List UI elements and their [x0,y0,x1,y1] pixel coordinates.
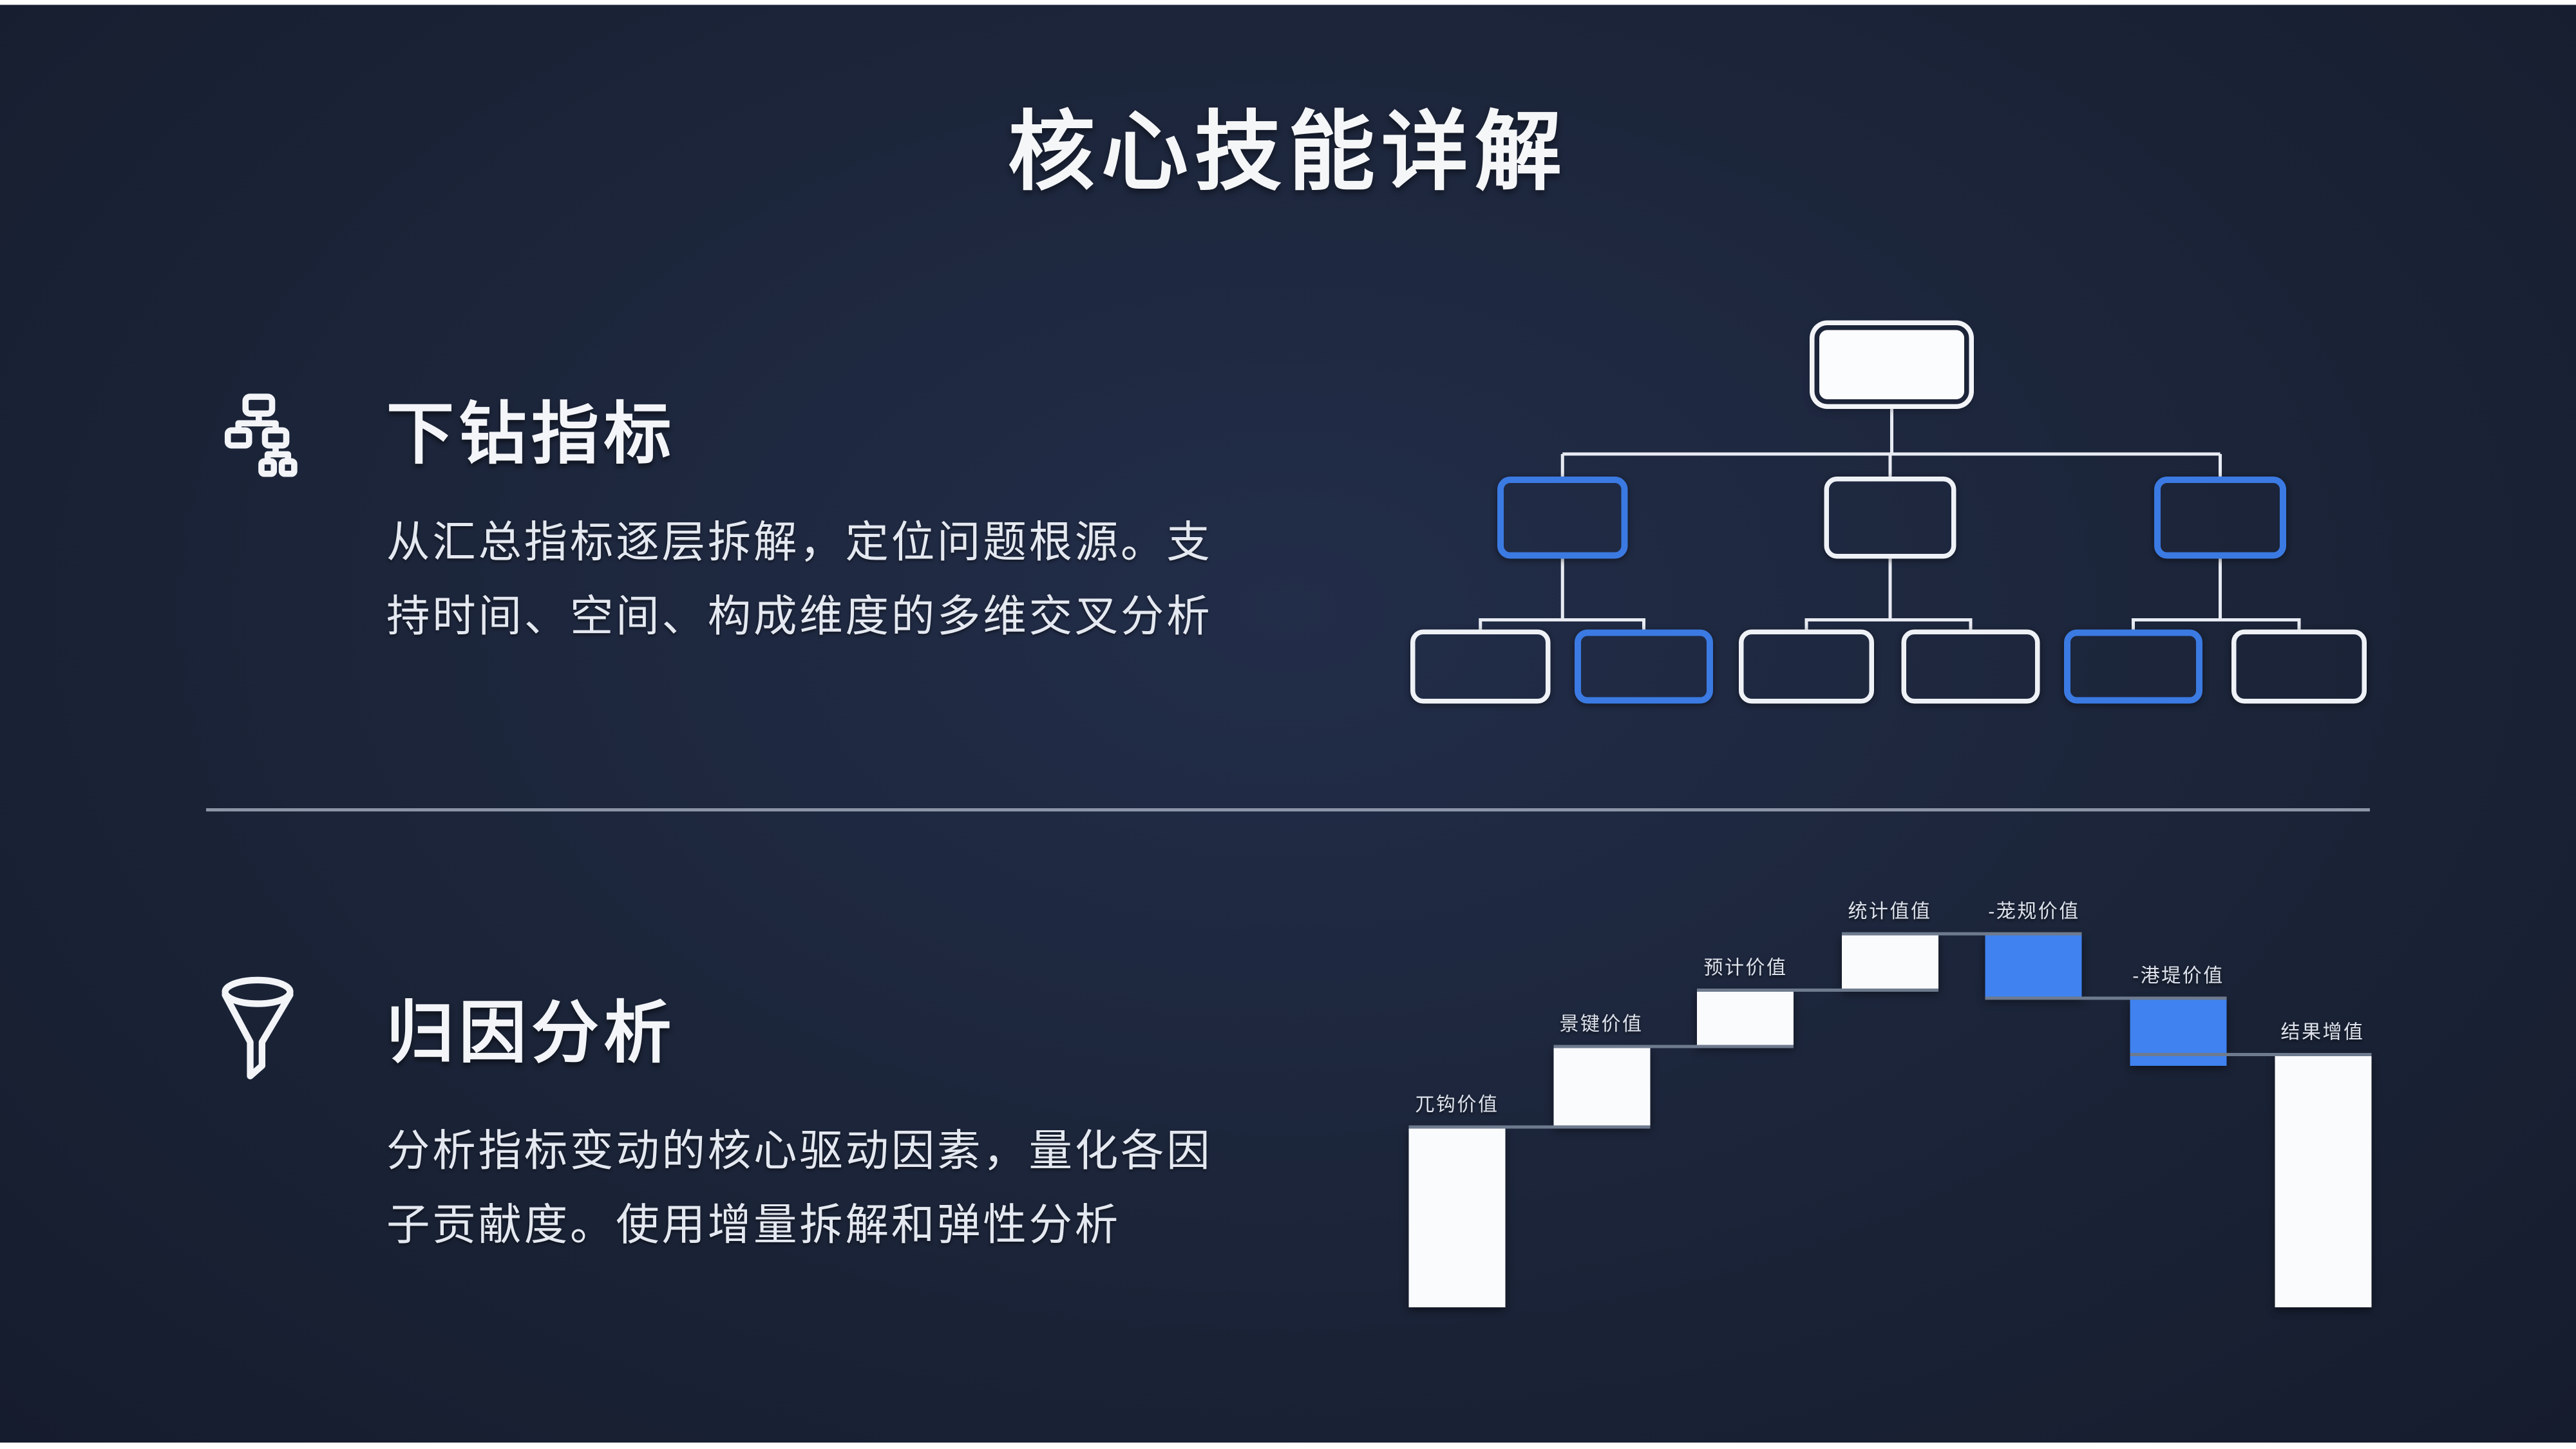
hierarchy-icon [219,390,308,478]
tree-node-l1-1-filled-white [1814,325,1969,404]
tree-node-l3-1-white-outline [1410,629,1551,704]
waterfall-bar [1697,989,1794,1046]
section-desc-drilldown: 从汇总指标逐层拆解，定位问题根源。支 持时间、空间、构成维度的多维交叉分析 [386,506,1288,654]
funnel-icon [213,976,303,1082]
waterfall-bar-label: 结果增值 [2280,1019,2365,1043]
tree-node-l3-4-white-outline [1901,629,2040,704]
desc-line: 子贡献度。使用增量拆解和弹性分析 [386,1201,1121,1249]
waterfall-connector-line [1841,931,2083,935]
waterfall-bar [1553,1045,1650,1126]
section-divider [206,808,2370,811]
tree-node-l3-6-white-outline [2231,629,2367,704]
waterfall-bar [1841,933,1938,990]
waterfall-bar-label: -茏规价值 [1988,899,2080,922]
waterfall-bar [2130,997,2227,1066]
waterfall-bar-label: 统计值值 [1848,899,1932,922]
waterfall-connector-line [1553,1044,1794,1048]
waterfall-bar-label: 景键价值 [1559,1012,1643,1035]
tree-node-l3-2-blue-outline [1575,629,1713,704]
bottom-edge-strip [0,1443,2576,1449]
section-title-attribution: 归因分析 [386,995,677,1071]
tree-node-l3-5-blue-outline [2064,629,2202,704]
section-desc-attribution: 分析指标变动的核心驱动因素，量化各因 子贡献度。使用增量拆解和弹性分析 [386,1114,1288,1262]
waterfall-bar-label: -港堤价值 [2132,963,2224,987]
waterfall-bar-label: 预计价值 [1703,955,1788,978]
waterfall-connector-line [1697,987,1938,991]
waterfall-connector-line [2130,1052,2371,1056]
tree-node-l2-2-white-outline [1824,477,1956,559]
tree-node-l2-1-blue-outline [1497,477,1628,559]
top-edge-strip [0,0,2576,5]
waterfall-bar [2274,1054,2371,1307]
waterfall-bar [1985,933,2083,998]
tree-node-l2-3-blue-outline [2154,477,2286,559]
waterfall-bar-label: 兀钩价值 [1415,1092,1499,1115]
waterfall-connector-line [1408,1124,1650,1128]
desc-line: 从汇总指标逐层拆解，定位问题根源。支 [386,518,1213,567]
desc-line: 持时间、空间、构成维度的多维交叉分析 [386,592,1213,641]
section-title-drilldown: 下钻指标 [386,396,677,472]
tree-node-l3-3-white-outline [1739,629,1874,704]
waterfall-connector-line [1985,996,2227,999]
waterfall-bar [1408,1126,1506,1307]
desc-line: 分析指标变动的核心驱动因素，量化各因 [386,1127,1213,1175]
page-title: 核心技能详解 [1008,104,1568,202]
